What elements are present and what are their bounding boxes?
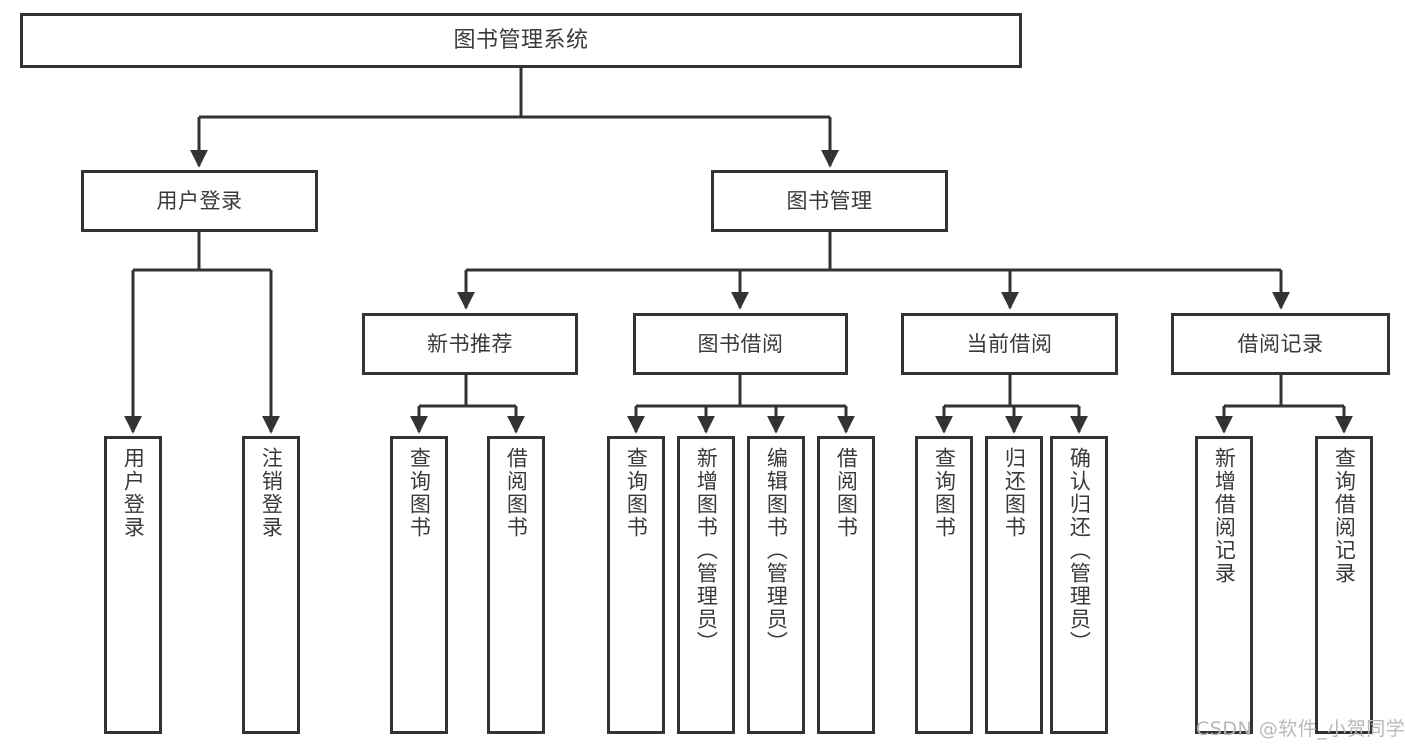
leaf-borrow-edit-book[interactable]: 编辑图书（管理员） <box>747 436 805 734</box>
node-label: 查询借阅记录 <box>1332 447 1357 585</box>
node-current-borrow[interactable]: 当前借阅 <box>901 313 1118 375</box>
node-user-login[interactable]: 用户登录 <box>81 170 318 232</box>
node-label: 图书管理系统 <box>453 27 589 53</box>
node-label: 编辑图书（管理员） <box>764 447 789 654</box>
node-label: 新书推荐 <box>427 331 513 356</box>
node-book-management[interactable]: 图书管理 <box>711 170 948 232</box>
node-label: 归还图书 <box>1002 447 1027 539</box>
node-label: 借阅图书 <box>504 447 529 539</box>
node-label: 当前借阅 <box>966 331 1053 356</box>
node-root-system[interactable]: 图书管理系统 <box>20 13 1022 68</box>
leaf-borrow-borrow-book[interactable]: 借阅图书 <box>817 436 875 734</box>
leaf-current-query-book[interactable]: 查询图书 <box>915 436 973 734</box>
leaf-user-login[interactable]: 用户登录 <box>104 436 162 734</box>
node-label: 查询图书 <box>624 447 649 539</box>
csdn-watermark: CSDN @软件_小贺同学 <box>1196 718 1405 740</box>
node-label: 注销登录 <box>259 447 284 539</box>
node-book-borrow[interactable]: 图书借阅 <box>633 313 848 375</box>
node-new-book-recommend[interactable]: 新书推荐 <box>362 313 578 375</box>
node-label: 借阅图书 <box>834 447 859 539</box>
node-label: 确认归还（管理员） <box>1067 447 1092 654</box>
node-label: 用户登录 <box>121 447 146 539</box>
leaf-borrow-add-book[interactable]: 新增图书（管理员） <box>677 436 735 734</box>
leaf-record-query[interactable]: 查询借阅记录 <box>1315 436 1373 734</box>
node-label: 查询图书 <box>932 447 957 539</box>
leaf-new-book-borrow[interactable]: 借阅图书 <box>487 436 545 734</box>
node-label: 图书借阅 <box>697 331 784 356</box>
leaf-record-add[interactable]: 新增借阅记录 <box>1195 436 1253 734</box>
node-label: 借阅记录 <box>1237 331 1324 356</box>
node-label: 用户登录 <box>156 188 243 213</box>
leaf-logout[interactable]: 注销登录 <box>242 436 300 734</box>
leaf-current-confirm-return[interactable]: 确认归还（管理员） <box>1050 436 1108 734</box>
node-label: 图书管理 <box>786 188 873 213</box>
node-label: 查询图书 <box>407 447 432 539</box>
node-label: 新增借阅记录 <box>1212 447 1237 585</box>
leaf-borrow-query-book[interactable]: 查询图书 <box>607 436 665 734</box>
leaf-current-return-book[interactable]: 归还图书 <box>985 436 1043 734</box>
node-borrow-record[interactable]: 借阅记录 <box>1171 313 1390 375</box>
node-label: 新增图书（管理员） <box>694 447 719 654</box>
leaf-new-book-query[interactable]: 查询图书 <box>390 436 448 734</box>
